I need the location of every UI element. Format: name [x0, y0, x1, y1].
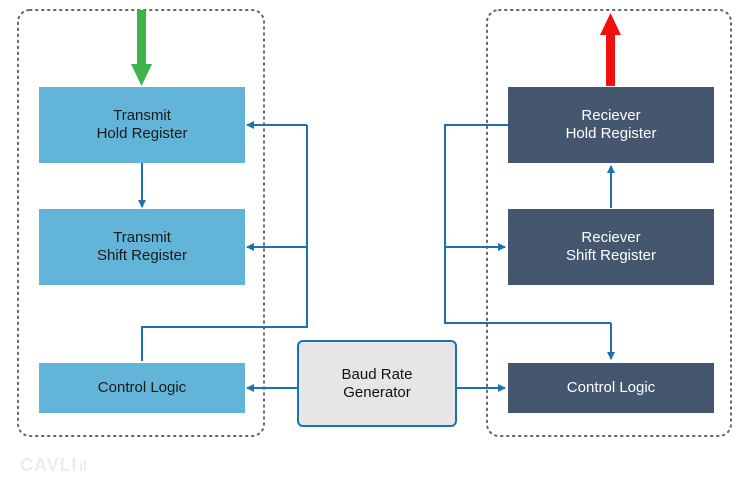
receiver-hold-register: Reciever Hold Register	[508, 87, 714, 163]
receiver-hold-register-line1: Reciever	[581, 107, 641, 124]
cavli-watermark-logo: CAVLI	[20, 455, 86, 475]
receiver-shift-register-line2: Shift Register	[565, 247, 657, 264]
transmit-shift-register-line1: Transmit	[113, 229, 171, 246]
transmit-hold-register: Transmit Hold Register	[39, 87, 245, 163]
tx-control-lines	[141, 121, 308, 361]
transmit-hold-register-line1: Transmit	[113, 107, 171, 124]
receiver-control-logic-label: Control Logic	[566, 379, 656, 396]
data-input-arrow	[131, 10, 152, 86]
baud-rate-generator: Baud Rate Generator	[297, 340, 457, 427]
transmit-control-logic: Control Logic	[39, 363, 245, 413]
watermark-text: CAVLI	[20, 455, 78, 475]
receiver-hold-register-line2: Hold Register	[565, 125, 657, 142]
receiver-control-logic: Control Logic	[508, 363, 714, 413]
transmit-hold-register-line2: Hold Register	[96, 125, 188, 142]
transmitter-group-boundary	[17, 9, 265, 437]
baud-rate-generator-line1: Baud Rate	[341, 365, 413, 383]
baud-rate-generator-line2: Generator	[343, 383, 411, 401]
data-output-arrow	[600, 13, 621, 86]
receiver-shift-register: Reciever Shift Register	[508, 209, 714, 285]
transmit-shift-register: Transmit Shift Register	[39, 209, 245, 285]
transmit-shift-register-line2: Shift Register	[96, 247, 188, 264]
transmit-control-logic-label: Control Logic	[97, 379, 187, 396]
rx-control-lines	[444, 124, 615, 360]
receiver-shift-register-line1: Reciever	[581, 229, 641, 246]
receiver-group-boundary	[486, 9, 732, 437]
